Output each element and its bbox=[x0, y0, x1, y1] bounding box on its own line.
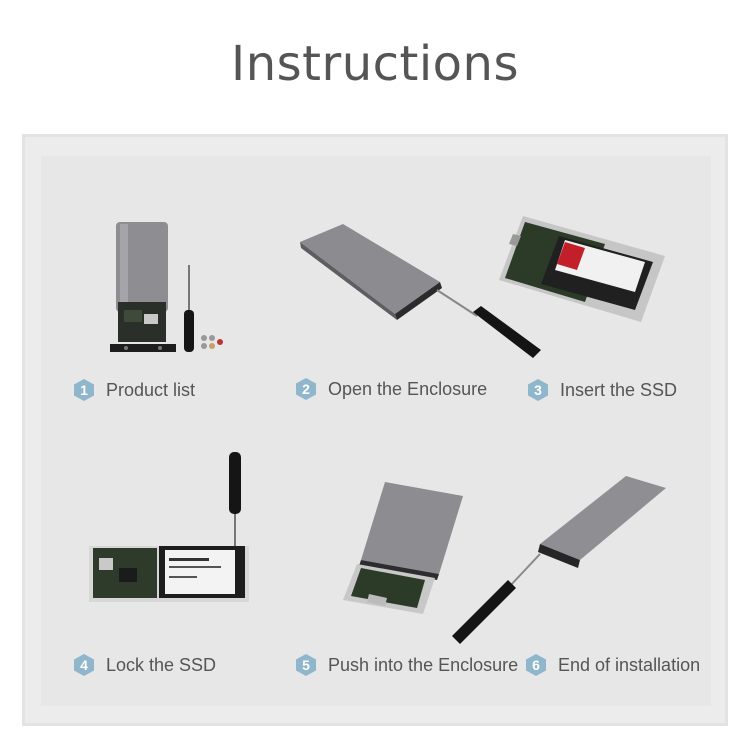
step-5: 5 Push into the Enclosure bbox=[294, 652, 518, 678]
step-6-label: End of installation bbox=[558, 654, 701, 675]
lock-ssd-image bbox=[89, 452, 249, 602]
step-4-label: Lock the SSD bbox=[106, 654, 217, 675]
hexagon-icon bbox=[528, 379, 548, 401]
push-enclosure-image bbox=[343, 482, 463, 614]
step-4: 4 Lock the SSD bbox=[72, 652, 216, 678]
step-3: 3 Insert the SSD bbox=[526, 377, 677, 403]
step-2-number: 2 bbox=[302, 381, 310, 397]
hexagon-icon bbox=[296, 378, 316, 400]
step-6-badge: 6 bbox=[524, 653, 548, 677]
product-list-image bbox=[110, 222, 223, 352]
step-6-number: 6 bbox=[532, 657, 540, 673]
step-2-badge: 2 bbox=[294, 377, 318, 401]
step-5-label: Push into the Enclosure bbox=[328, 654, 519, 675]
step-6: 6 End of installation bbox=[524, 652, 700, 678]
step-1-label: Product list bbox=[106, 379, 196, 400]
end-installation-image bbox=[452, 476, 666, 644]
step-3-badge: 3 bbox=[526, 378, 550, 402]
hexagon-icon bbox=[526, 654, 546, 676]
hexagon-icon bbox=[74, 654, 94, 676]
step-1-badge: 1 bbox=[72, 378, 96, 402]
step-5-badge: 5 bbox=[294, 653, 318, 677]
hexagon-icon bbox=[296, 654, 316, 676]
step-2: 2 Open the Enclosure bbox=[294, 376, 487, 402]
step-1: 1 Product list bbox=[72, 377, 195, 403]
open-enclosure-image bbox=[300, 224, 541, 358]
step-4-badge: 4 bbox=[72, 653, 96, 677]
step-5-number: 5 bbox=[302, 657, 310, 673]
hexagon-icon bbox=[74, 379, 94, 401]
step-3-label: Insert the SSD bbox=[560, 379, 678, 400]
page-title: Instructions bbox=[231, 36, 519, 92]
insert-ssd-image bbox=[499, 216, 665, 322]
step-3-number: 3 bbox=[534, 382, 542, 398]
step-2-label: Open the Enclosure bbox=[328, 378, 488, 399]
step-1-number: 1 bbox=[80, 382, 88, 398]
step-4-number: 4 bbox=[80, 657, 88, 673]
